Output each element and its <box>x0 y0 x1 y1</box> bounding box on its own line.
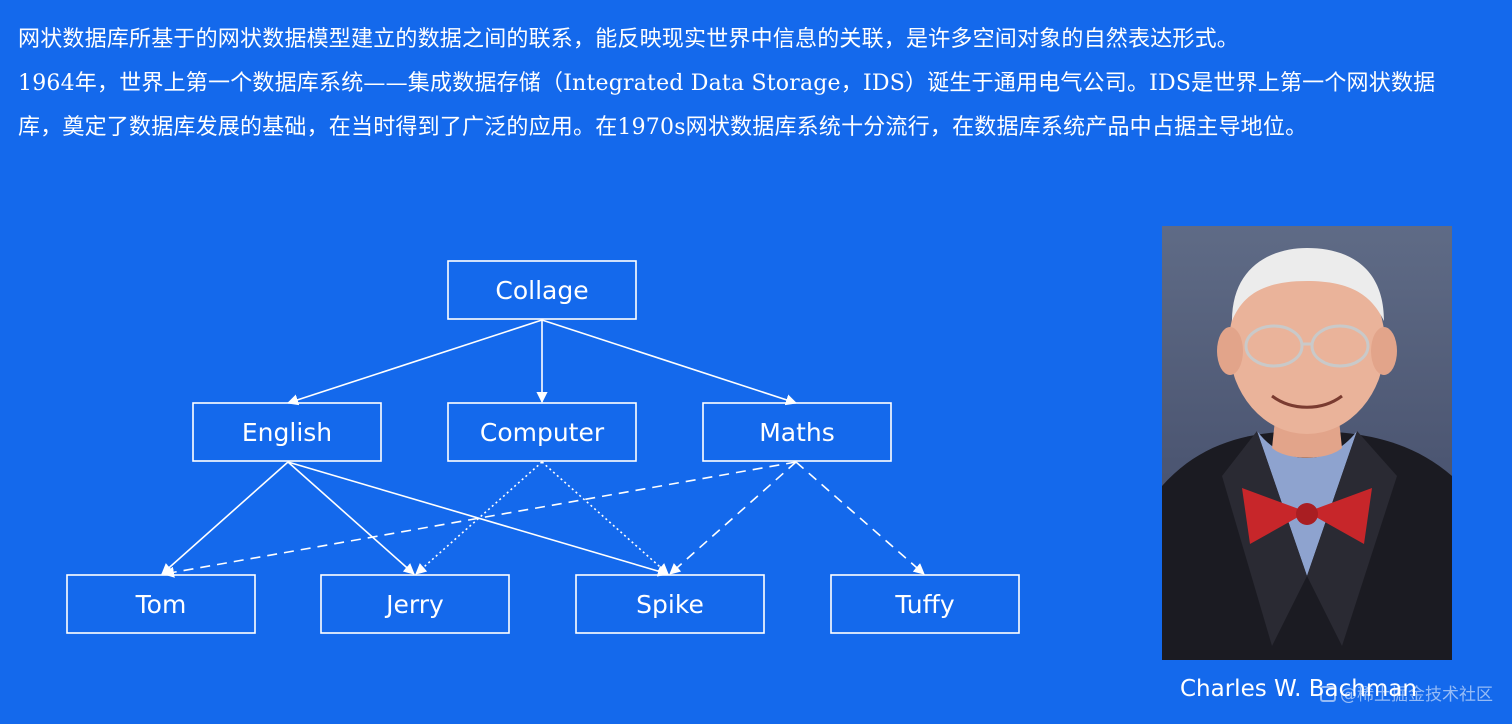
link-english-tom <box>161 461 289 575</box>
link-maths-tom <box>162 461 797 578</box>
intro-paragraph-1: 网状数据库所基于的网状数据模型建立的数据之间的联系，能反映现实世界中信息的关联，… <box>18 27 1240 52</box>
node-english: English <box>192 402 382 462</box>
photo-caption: Charles W. Bachman <box>1180 676 1417 702</box>
node-tuffy-label: Tuffy <box>894 590 955 619</box>
portrait-illustration <box>1162 248 1452 660</box>
node-spike-label: Spike <box>636 590 704 619</box>
node-spike: Spike <box>575 574 765 634</box>
link-collage-english <box>286 319 543 406</box>
node-tom: Tom <box>66 574 256 634</box>
watermark-logo-icon <box>1320 686 1336 702</box>
portrait-photo <box>1162 226 1452 660</box>
link-maths-tuffy <box>795 461 925 575</box>
node-english-label: English <box>242 418 332 447</box>
link-computer-jerry <box>415 461 543 575</box>
intro-paragraph-2: 1964年，世界上第一个数据库系统——集成数据存储（Integrated Dat… <box>18 71 1436 140</box>
intro-text: 网状数据库所基于的网状数据模型建立的数据之间的联系，能反映现实世界中信息的关联，… <box>18 18 1458 150</box>
bow-tie-icon <box>1242 488 1372 544</box>
node-jerry-label: Jerry <box>384 590 444 619</box>
watermark-text: @稀土掘金技术社区 <box>1340 685 1493 705</box>
node-collage-label: Collage <box>495 276 588 305</box>
network-model-diagram: Collage English Computer Maths Tom Jerry… <box>66 260 1020 634</box>
link-maths-spike <box>669 461 797 575</box>
node-maths-label: Maths <box>759 418 835 447</box>
link-computer-spike <box>541 461 669 575</box>
node-tuffy: Tuffy <box>830 574 1020 634</box>
link-english-jerry <box>287 461 415 575</box>
node-computer-label: Computer <box>480 418 605 447</box>
node-collage: Collage <box>447 260 637 320</box>
link-collage-maths <box>541 319 798 406</box>
watermark: @稀土掘金技术社区 <box>1320 680 1493 705</box>
node-maths: Maths <box>702 402 892 462</box>
node-computer: Computer <box>447 402 637 462</box>
diagram-links <box>161 319 925 578</box>
node-jerry: Jerry <box>320 574 510 634</box>
node-tom-label: Tom <box>135 590 187 619</box>
